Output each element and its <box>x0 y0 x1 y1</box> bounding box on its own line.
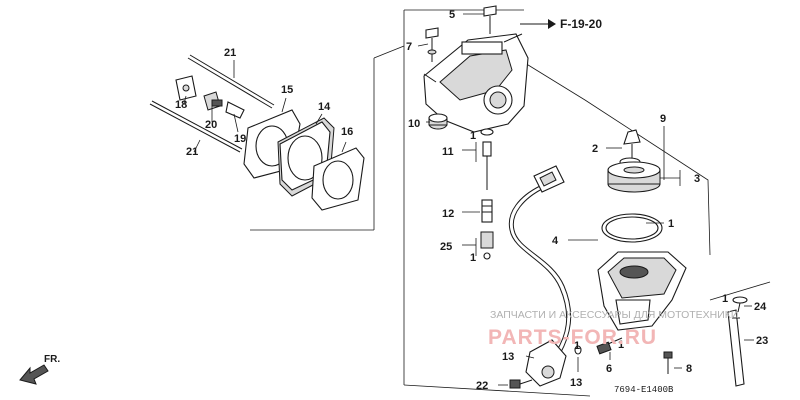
washer-13 <box>574 345 582 355</box>
assembly-frame <box>250 9 771 397</box>
callout-18: 18 <box>175 99 187 111</box>
stud-bolts <box>149 54 275 153</box>
callout-19: 19 <box>234 133 246 145</box>
solenoid-plunger <box>619 129 641 167</box>
drain-bolt-6 <box>596 337 623 355</box>
callout-13: 13 <box>570 377 582 389</box>
callout-8: 8 <box>686 363 692 375</box>
callout-20: 20 <box>205 119 217 131</box>
callout-1-bolt: 1 <box>618 339 624 351</box>
front-arrow-icon <box>19 364 49 385</box>
solenoid-cable <box>508 165 572 387</box>
callout-10: 10 <box>408 118 420 130</box>
callout-17: 16 <box>341 126 353 138</box>
callout-1-o-ring: 1 <box>668 218 674 230</box>
callout-7: 7 <box>406 41 412 53</box>
leader-lines <box>183 13 754 386</box>
callout-3: 3 <box>694 173 700 185</box>
watermark-line2: PARTS-FOR.RU <box>488 326 657 349</box>
callout-23: 23 <box>756 335 768 347</box>
callout-1-clip: 1 <box>722 293 728 305</box>
screw-8 <box>663 351 673 374</box>
callout-9: 9 <box>660 113 666 125</box>
drawing-code-suffix: B <box>668 385 674 395</box>
jet-column <box>480 128 494 260</box>
screw-22 <box>509 379 533 389</box>
front-direction-indicator: FR. <box>19 354 60 385</box>
reference-label: F-19-20 <box>560 17 602 31</box>
watermark: ЗАПЧАСТИ И АКСЕССУАРЫ ДЛЯ МОТОТЕХНИКИ PA… <box>488 309 738 349</box>
callout-15: 14 <box>318 101 331 113</box>
callout-16: 15 <box>281 84 293 96</box>
drawing-code-text: 7694-E1400 <box>614 385 668 395</box>
callout-labels: 21 21 18 20 19 15 14 16 5 7 10 1 11 12 2… <box>175 9 768 392</box>
drawing-code: 7694-E1400 B <box>614 385 674 395</box>
breather-parts <box>175 75 245 119</box>
front-label: FR. <box>44 354 60 365</box>
callout-11: 11 <box>442 146 454 158</box>
callout-14: 13 <box>502 351 514 363</box>
callout-24: 24 <box>754 301 767 313</box>
callout-4: 4 <box>552 235 559 247</box>
float-chamber <box>597 213 687 331</box>
callout-6: 6 <box>606 363 612 375</box>
drain-tube <box>727 296 748 387</box>
float-3 <box>607 161 661 193</box>
gasket-17 <box>311 147 365 211</box>
pilot-screw-parts <box>425 5 497 62</box>
carburetor-body <box>423 33 529 133</box>
watermark-line1: ЗАПЧАСТИ И АКСЕССУАРЫ ДЛЯ МОТОТЕХНИКИ <box>490 309 738 321</box>
cap-10 <box>428 113 448 130</box>
callout-12: 12 <box>442 208 454 220</box>
callout-21-upper: 21 <box>224 47 236 59</box>
reference-arrow: F-19-20 <box>520 17 602 31</box>
callout-1-jet-top: 1 <box>470 130 476 142</box>
callout-21-lower: 21 <box>186 146 198 158</box>
callout-5: 5 <box>449 9 455 21</box>
callout-22: 22 <box>476 380 488 392</box>
callout-1-jet-bottom: 1 <box>470 252 476 264</box>
callout-25: 25 <box>440 241 452 253</box>
callout-2: 2 <box>592 143 598 155</box>
callout-1-washer: 1 <box>574 340 580 352</box>
